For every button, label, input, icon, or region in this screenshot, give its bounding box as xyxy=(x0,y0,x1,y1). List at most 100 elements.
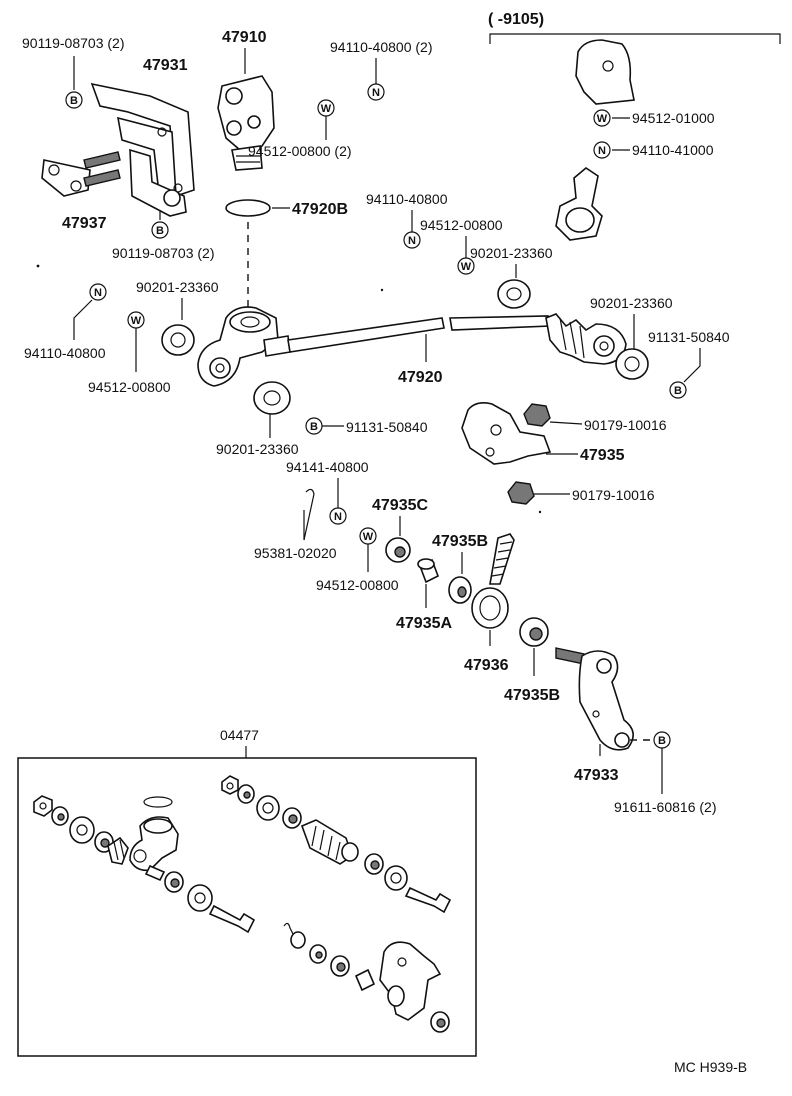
kit-nut-part xyxy=(33,795,53,817)
label-47935C: 47935C xyxy=(372,497,428,514)
cable-end-left-part xyxy=(197,306,291,387)
kit-seal-part xyxy=(384,865,408,891)
nut-symbol: N xyxy=(329,507,347,525)
svg-text:B: B xyxy=(70,95,78,107)
label-91611-60816-2: 91611-60816 (2) xyxy=(614,799,716,815)
label-91131-50840-mid: 91131-50840 xyxy=(346,419,428,435)
label-94110-40800-left: 94110-40800 xyxy=(24,345,106,361)
kit-bushing-part xyxy=(330,955,350,977)
svg-text:N: N xyxy=(372,87,380,99)
bolt-symbol: B xyxy=(65,91,83,109)
washer-symbol: W xyxy=(457,257,475,275)
kit-bushing-part xyxy=(364,853,384,875)
speck xyxy=(538,510,542,514)
label-47935A: 47935A xyxy=(396,615,452,632)
washer-symbol: W xyxy=(359,527,377,545)
svg-text:N: N xyxy=(334,511,342,523)
label-90179-10016-a: 90179-10016 xyxy=(584,417,667,433)
label-94141-40800: 94141-40800 xyxy=(286,459,369,475)
nut-90179-part xyxy=(523,403,551,427)
svg-text:B: B xyxy=(310,421,318,433)
collar-47935A-part xyxy=(417,558,440,584)
label-91131-50840-right: 91131-50840 xyxy=(648,329,730,345)
range-bracket xyxy=(489,33,781,44)
cable-part xyxy=(287,317,445,353)
svg-text:N: N xyxy=(598,145,606,157)
seal-ring-part xyxy=(253,381,291,415)
bushing-47935B-part xyxy=(448,576,472,604)
bolt-symbol: B xyxy=(305,417,323,435)
label-47920: 47920 xyxy=(398,369,443,386)
kit-bushing-part xyxy=(282,807,302,829)
leader-line xyxy=(549,421,583,425)
label-94512-00800-mid: 94512-00800 xyxy=(420,217,503,233)
bolt-symbol: B xyxy=(151,221,169,239)
svg-text:B: B xyxy=(658,735,666,747)
kit-cable-end-part xyxy=(129,816,179,872)
valve-47910-part xyxy=(217,75,275,171)
svg-text:B: B xyxy=(674,385,682,397)
label-90179-10016-b: 90179-10016 xyxy=(572,487,655,503)
cable-part xyxy=(449,315,551,331)
cable-end-right-part xyxy=(545,313,627,365)
label-94512-00800-left: 94512-00800 xyxy=(88,379,171,395)
label-90201-23360-right: 90201-23360 xyxy=(590,295,673,311)
rod-end-47936-part xyxy=(471,533,515,629)
o-ring-47920B-part xyxy=(225,199,271,217)
leader-line xyxy=(683,348,701,383)
svg-text:N: N xyxy=(94,287,102,299)
lever-47933-part xyxy=(555,647,634,751)
label-95381-02020: 95381-02020 xyxy=(254,545,337,561)
kit-bolt-part xyxy=(404,886,452,914)
kit-o-ring-part xyxy=(143,796,173,808)
label-47935B-a: 47935B xyxy=(432,533,488,550)
bushing-47935C-part xyxy=(385,537,411,563)
svg-text:N: N xyxy=(408,235,416,247)
bracket-47935-part xyxy=(461,402,552,465)
svg-text:W: W xyxy=(461,261,472,273)
bushing-47935B-part xyxy=(519,617,549,647)
seal-ring-part xyxy=(161,324,195,356)
kit-04477-box xyxy=(17,757,477,1057)
kit-bushing-part xyxy=(164,871,184,893)
label-90201-23360-mid: 90201-23360 xyxy=(470,245,553,261)
label-kit-04477: 04477 xyxy=(220,727,259,743)
bolt-symbol: B xyxy=(669,381,687,399)
label-47935: 47935 xyxy=(580,447,625,464)
label-94512-01000: 94512-01000 xyxy=(632,110,715,126)
label-47933: 47933 xyxy=(574,767,619,784)
boot-part xyxy=(575,39,635,105)
speck xyxy=(36,264,40,268)
label-94512-00800-2: 94512-00800 (2) xyxy=(248,143,352,159)
kit-bushing-part xyxy=(309,944,327,964)
label-47937: 47937 xyxy=(62,215,107,232)
leader-line xyxy=(73,299,93,340)
washer-symbol: W xyxy=(317,99,335,117)
cotter-pin-part xyxy=(303,488,315,541)
lever-arm-part xyxy=(555,167,603,241)
washer-symbol: W xyxy=(127,311,145,329)
svg-text:W: W xyxy=(363,531,374,543)
range-note: ( -9105) xyxy=(488,11,544,28)
kit-seal-part xyxy=(256,795,280,821)
kit-04477-contents xyxy=(33,775,452,1033)
label-47935B-b: 47935B xyxy=(504,687,560,704)
kit-seal-part xyxy=(187,884,213,912)
diagram-code: MC H939-B xyxy=(674,1059,747,1075)
washer-symbol: W xyxy=(593,109,611,127)
svg-text:W: W xyxy=(597,113,608,125)
nut-symbol: N xyxy=(367,83,385,101)
kit-bushing-part xyxy=(51,806,69,826)
nut-symbol: N xyxy=(89,283,107,301)
label-47910: 47910 xyxy=(222,29,267,46)
kit-bellows-part xyxy=(300,819,359,865)
svg-text:B: B xyxy=(156,225,164,237)
kit-nut-part xyxy=(221,775,239,795)
nut-symbol: N xyxy=(403,231,421,249)
nut-90179-part xyxy=(507,481,535,505)
kit-bushing-part xyxy=(430,1011,450,1033)
label-90119-08703-bottom: 90119-08703 (2) xyxy=(112,245,214,261)
kit-bushing-part xyxy=(237,784,255,804)
label-47920B: 47920B xyxy=(292,201,348,218)
